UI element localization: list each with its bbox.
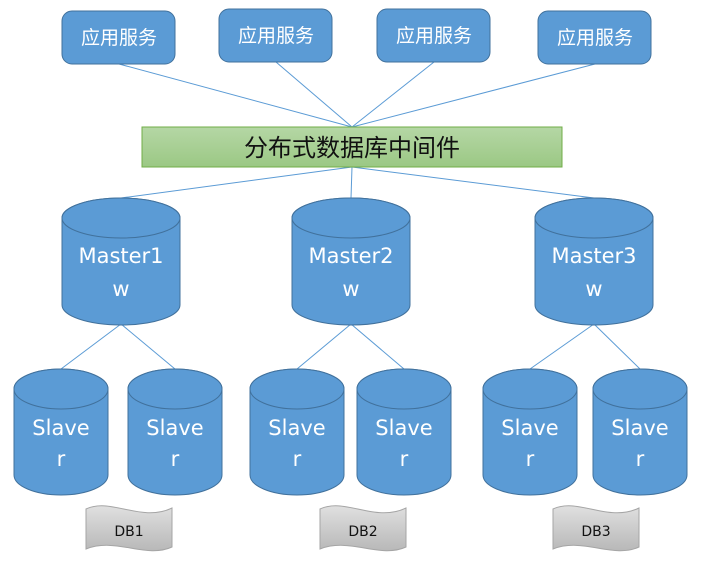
middleware-connector-line [350, 166, 353, 199]
slave-db[interactable]: Slave r [592, 368, 688, 496]
master-db-label: Master2 [308, 244, 393, 268]
slave-db[interactable]: Slave r [13, 368, 109, 496]
slave-db-role: r [293, 447, 302, 471]
slave-db-label: Slave [146, 416, 203, 440]
db-group-banner: DB1 [85, 505, 173, 552]
master-db-role: w [342, 277, 359, 301]
slave-db-role: r [57, 447, 66, 471]
master-slave-connector-line [296, 323, 352, 370]
app-service-box[interactable]: 应用服务 [61, 10, 176, 65]
app-service-label: 应用服务 [396, 25, 472, 47]
slave-db[interactable]: Slave r [127, 368, 223, 496]
slave-db-role: r [636, 447, 645, 471]
master-db[interactable]: Master2 w [291, 197, 411, 326]
app-connector-line [275, 61, 353, 128]
master-db-label: Master3 [551, 244, 636, 268]
master-db[interactable]: Master1 w [61, 197, 181, 326]
slave-db-label: Slave [611, 416, 668, 440]
middleware-connector-line [120, 166, 353, 199]
app-service-label: 应用服务 [557, 27, 633, 49]
db-group-label: DB1 [114, 524, 143, 540]
app-service-box[interactable]: 应用服务 [218, 8, 333, 63]
master-db-role: w [585, 277, 602, 301]
slave-db-label: Slave [268, 416, 325, 440]
middleware-box[interactable]: 分布式数据库中间件 [141, 126, 563, 168]
slave-db-role: r [171, 447, 180, 471]
master-slave-connector-line [60, 323, 122, 370]
app-service-box[interactable]: 应用服务 [537, 10, 652, 65]
master-slave-connector-line [120, 323, 176, 370]
master-slave-connector-line [529, 323, 595, 370]
slave-db-role: r [526, 447, 535, 471]
slave-db-label: Slave [32, 416, 89, 440]
master-db-label: Master1 [78, 244, 163, 268]
master-slave-connector-line [593, 323, 641, 370]
db-group-label: DB2 [348, 524, 377, 540]
master-slave-connector-line [350, 323, 405, 370]
db-group-banner: DB2 [319, 505, 407, 552]
middleware-label: 分布式数据库中间件 [244, 134, 460, 162]
app-connector-line [351, 63, 596, 128]
app-connector-line [351, 61, 435, 128]
app-service-label: 应用服务 [81, 27, 157, 49]
slave-db[interactable]: Slave r [356, 368, 452, 496]
middleware-connector-line [351, 166, 595, 199]
app-connector-line [118, 63, 353, 128]
slave-db[interactable]: Slave r [482, 368, 578, 496]
slave-db-label: Slave [501, 416, 558, 440]
master-db[interactable]: Master3 w [534, 197, 654, 326]
db-group-banner: DB3 [552, 505, 640, 552]
master-db-role: w [112, 277, 129, 301]
slave-db-label: Slave [375, 416, 432, 440]
db-group-label: DB3 [581, 524, 610, 540]
slave-db[interactable]: Slave r [249, 368, 345, 496]
app-service-box[interactable]: 应用服务 [376, 8, 491, 63]
slave-db-role: r [400, 447, 409, 471]
app-service-label: 应用服务 [238, 25, 314, 47]
